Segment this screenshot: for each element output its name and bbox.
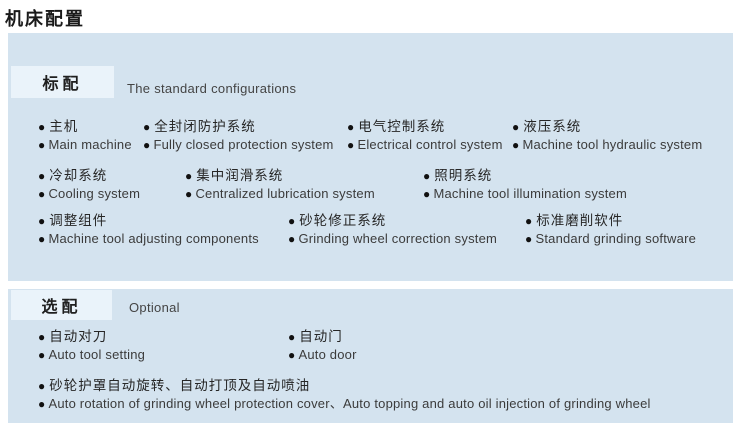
item-label-en: Electrical control system xyxy=(357,137,503,152)
config-item-illumination-system: 照明系统 Machine tool illumination system xyxy=(423,167,627,203)
item-label-en: Machine tool illumination system xyxy=(433,186,627,201)
bullet-icon xyxy=(38,118,46,136)
optional-section-label-text: 选配 xyxy=(41,299,82,316)
bullet-icon xyxy=(38,328,46,346)
config-item-lubrication-system: 集中润滑系统 Centralized lubrication system xyxy=(185,167,375,203)
standard-section-label: 标配 xyxy=(11,66,114,98)
config-item-electrical-control: 电气控制系统 Electrical control system xyxy=(347,118,503,154)
page-title: 机床配置 xyxy=(5,9,85,29)
item-label-en: Main machine xyxy=(48,137,132,152)
bullet-icon xyxy=(347,136,354,154)
bullet-icon xyxy=(288,230,295,248)
item-label-en: Machine tool adjusting components xyxy=(48,231,259,246)
bullet-icon xyxy=(185,167,193,185)
item-label-en: Cooling system xyxy=(48,186,141,201)
standard-section-sublabel: The standard configurations xyxy=(127,81,297,96)
item-label-en: Auto rotation of grinding wheel protecti… xyxy=(48,396,651,411)
item-label-cn: 电气控制系统 xyxy=(358,119,446,134)
config-item-wheel-correction: 砂轮修正系统 Grinding wheel correction system xyxy=(288,212,497,248)
item-label-en: Machine tool hydraulic system xyxy=(522,137,703,152)
item-label-cn: 自动门 xyxy=(299,329,343,344)
bullet-icon xyxy=(512,136,519,154)
config-item-main-machine: 主机 Main machine xyxy=(38,118,132,154)
bullet-icon xyxy=(38,167,46,185)
bullet-icon xyxy=(423,167,431,185)
item-label-cn: 砂轮修正系统 xyxy=(299,213,387,228)
bullet-icon xyxy=(288,346,295,364)
bullet-icon xyxy=(38,395,45,413)
item-label-en: Centralized lubrication system xyxy=(195,186,375,201)
item-label-cn: 冷却系统 xyxy=(49,168,108,183)
bullet-icon xyxy=(347,118,355,136)
standard-section-panel xyxy=(8,33,733,281)
item-label-cn: 自动对刀 xyxy=(49,329,108,344)
bullet-icon xyxy=(288,212,296,230)
bullet-icon xyxy=(143,136,150,154)
config-item-auto-door: 自动门 Auto door xyxy=(288,328,357,364)
item-label-en: Standard grinding software xyxy=(535,231,697,246)
config-item-auto-rotation: 砂轮护罩自动旋转、自动打顶及自动喷油 Auto rotation of grin… xyxy=(38,377,651,413)
bullet-icon xyxy=(288,328,296,346)
bullet-icon xyxy=(38,377,46,395)
bullet-icon xyxy=(185,185,192,203)
bullet-icon xyxy=(38,346,45,364)
item-label-cn: 主机 xyxy=(49,119,79,134)
config-item-hydraulic-system: 液压系统 Machine tool hydraulic system xyxy=(512,118,702,154)
item-label-en: Fully closed protection system xyxy=(153,137,334,152)
item-label-cn: 标准磨削软件 xyxy=(536,213,624,228)
item-label-cn: 调整组件 xyxy=(49,213,108,228)
optional-section-label: 选配 xyxy=(11,290,112,320)
bullet-icon xyxy=(38,185,45,203)
config-item-protection-system: 全封闭防护系统 Fully closed protection system xyxy=(143,118,334,154)
optional-section-panel xyxy=(8,289,733,423)
bullet-icon xyxy=(38,136,45,154)
standard-section-label-text: 标配 xyxy=(42,76,83,93)
bullet-icon xyxy=(525,230,532,248)
bullet-icon xyxy=(423,185,430,203)
bullet-icon xyxy=(143,118,151,136)
item-label-cn: 照明系统 xyxy=(434,168,493,183)
optional-section-sublabel: Optional xyxy=(129,300,180,315)
item-label-en: Grinding wheel correction system xyxy=(298,231,498,246)
bullet-icon xyxy=(525,212,533,230)
item-label-en: Auto tool setting xyxy=(48,347,146,362)
config-item-cooling-system: 冷却系统 Cooling system xyxy=(38,167,140,203)
item-label-en: Auto door xyxy=(298,347,357,362)
item-label-cn: 集中润滑系统 xyxy=(196,168,284,183)
bullet-icon xyxy=(512,118,520,136)
bullet-icon xyxy=(38,212,46,230)
bullet-icon xyxy=(38,230,45,248)
item-label-cn: 砂轮护罩自动旋转、自动打顶及自动喷油 xyxy=(49,378,311,393)
item-label-cn: 液压系统 xyxy=(523,119,582,134)
config-item-grinding-software: 标准磨削软件 Standard grinding software xyxy=(525,212,696,248)
config-item-auto-tool-setting: 自动对刀 Auto tool setting xyxy=(38,328,145,364)
config-item-adjusting-components: 调整组件 Machine tool adjusting components xyxy=(38,212,259,248)
item-label-cn: 全封闭防护系统 xyxy=(154,119,256,134)
